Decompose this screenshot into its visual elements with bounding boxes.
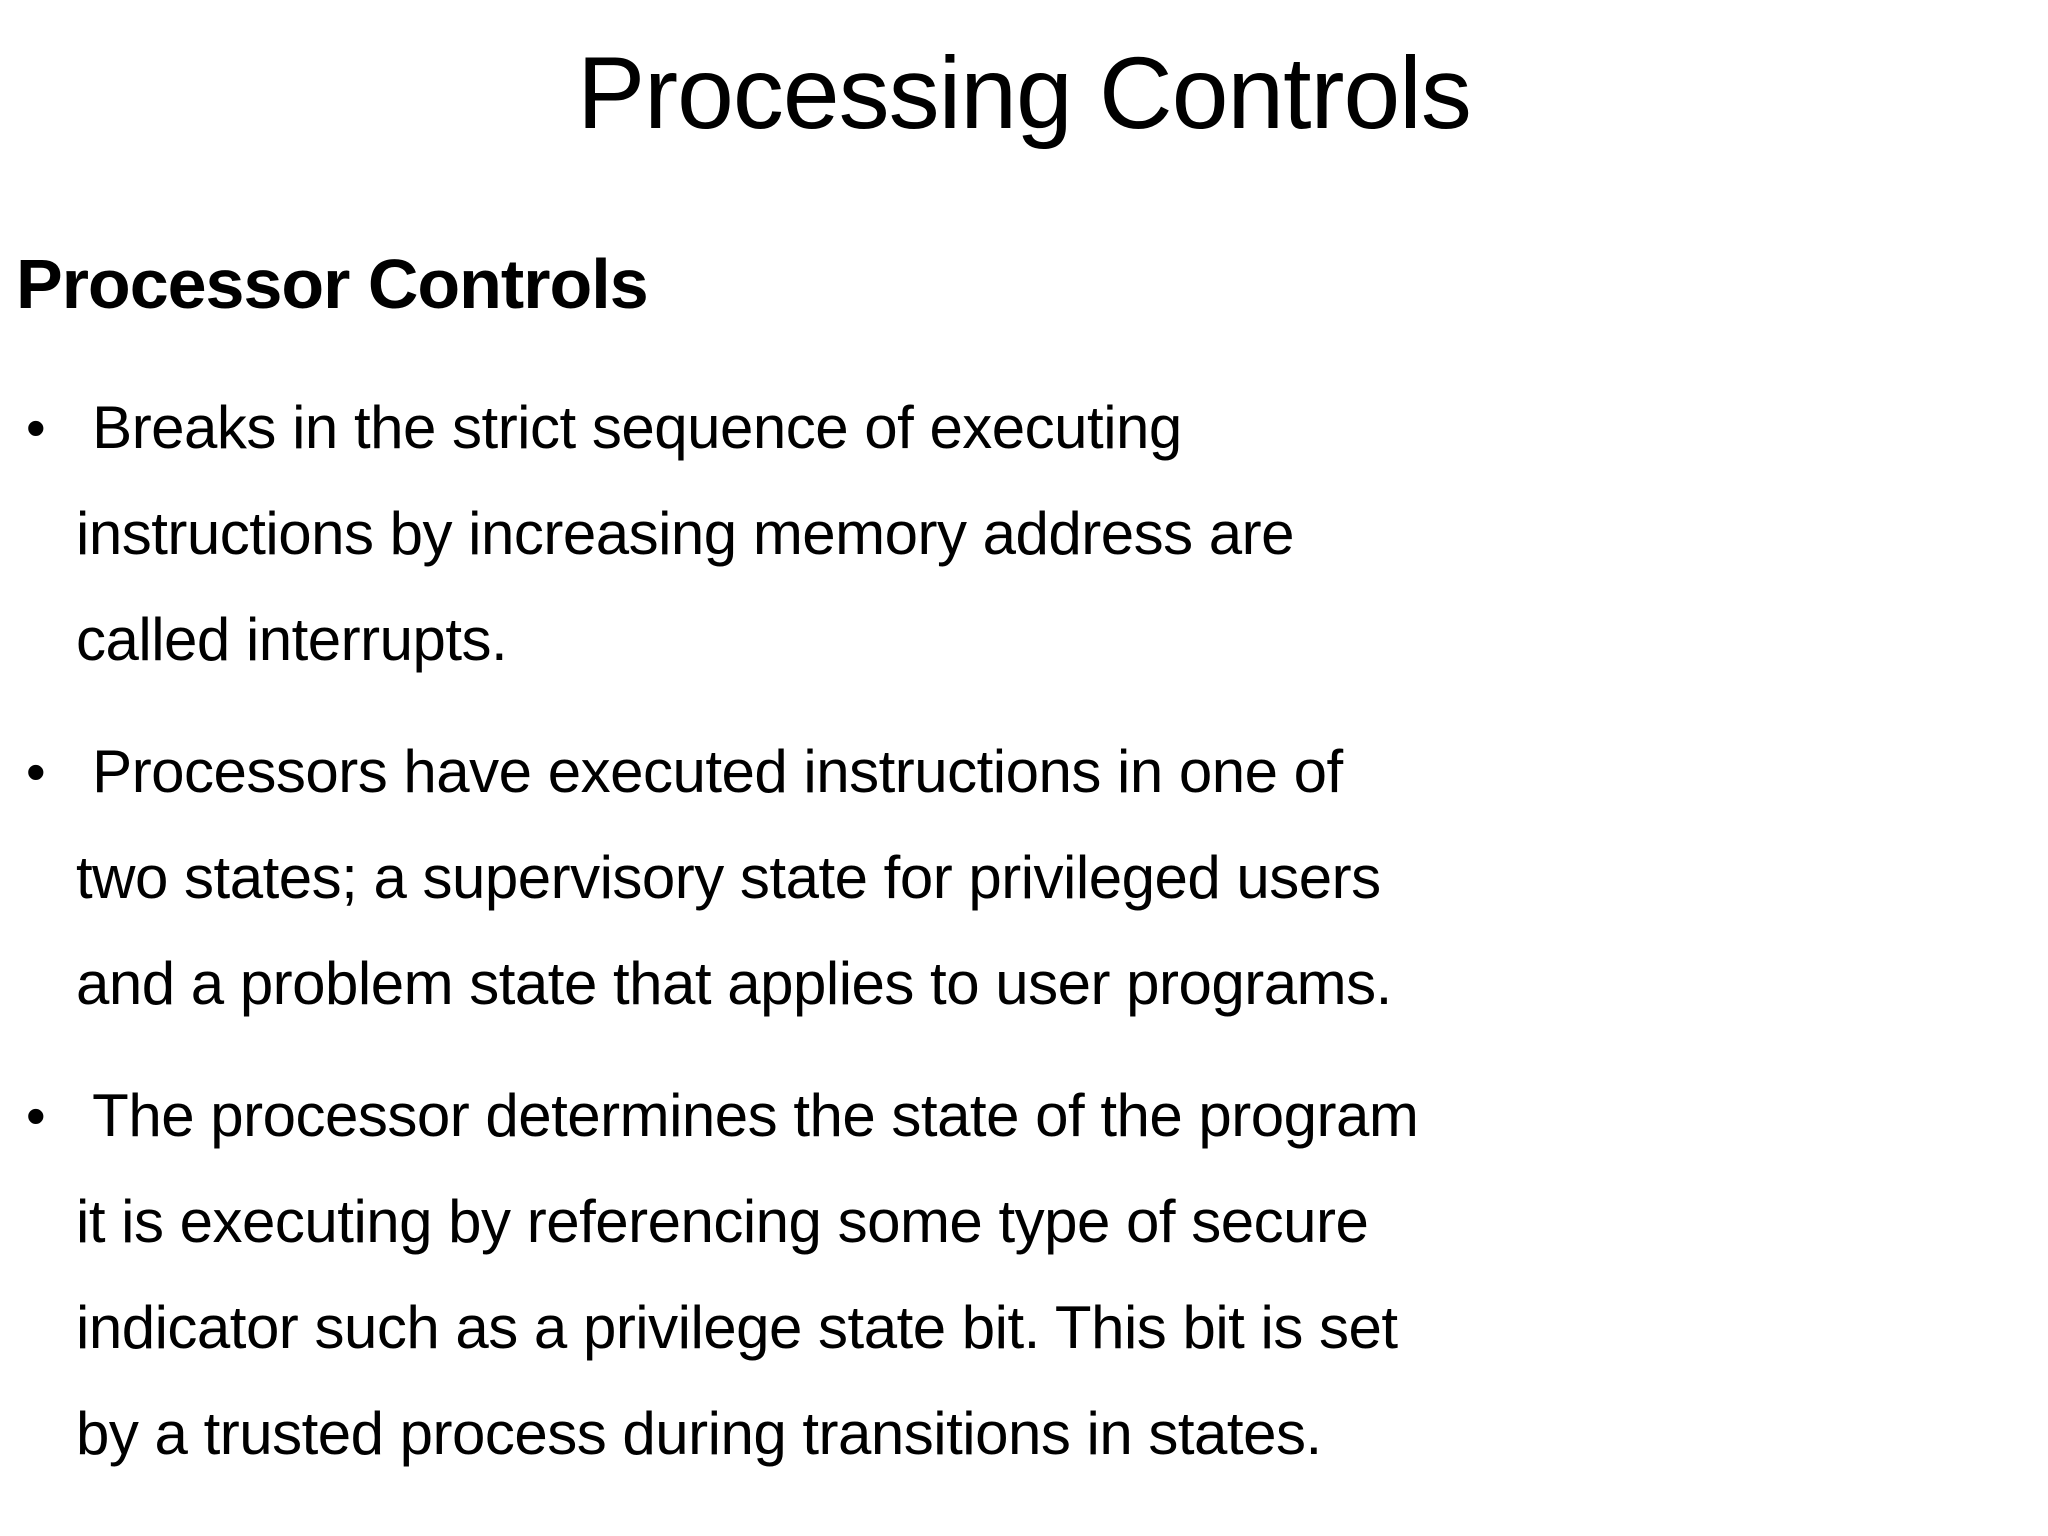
bullet-text: Breaks in the strict sequence of executi… — [76, 393, 1295, 673]
bullet-marker: • — [26, 395, 46, 459]
section-heading: Processor Controls — [16, 244, 649, 323]
bullet-item: • Breaks in the strict sequence of execu… — [26, 375, 2028, 693]
bullet-marker: • — [26, 739, 46, 803]
bullet-list: • Breaks in the strict sequence of execu… — [0, 375, 2048, 1487]
bullet-text: The processor determines the state of th… — [76, 1081, 1419, 1467]
bullet-text: Processors have executed instructions in… — [76, 737, 1392, 1017]
bullet-marker: • — [26, 1083, 46, 1147]
page-title: Processing Controls — [577, 36, 1472, 150]
bullet-item: • The processor determines the state of … — [26, 1063, 2028, 1487]
bullet-item: • Processors have executed instructions … — [26, 719, 2028, 1037]
